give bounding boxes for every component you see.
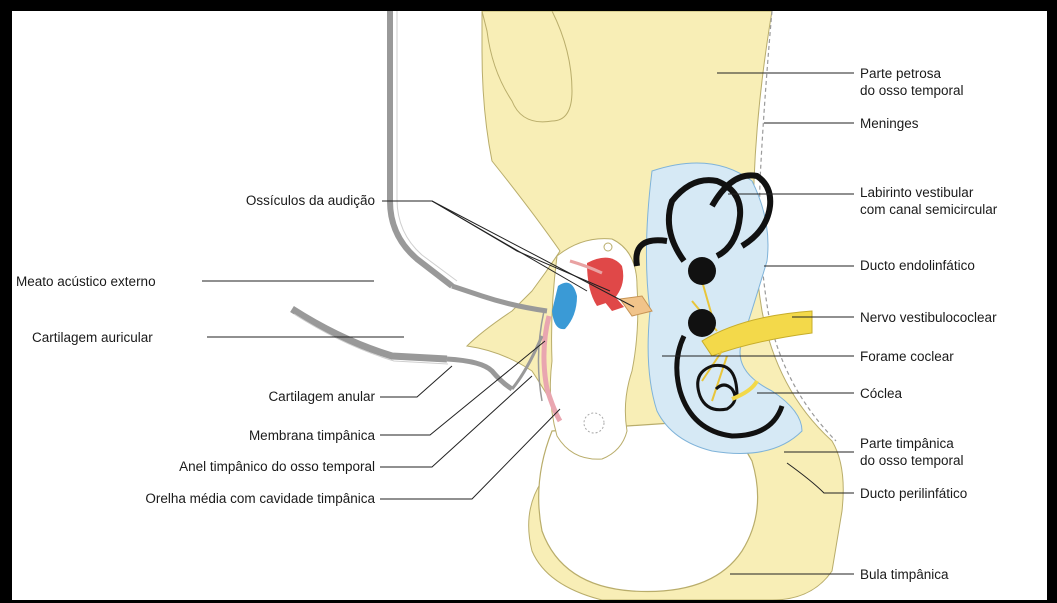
label-meninges: Meninges [860, 115, 919, 132]
label-membrana: Membrana timpânica [249, 427, 375, 444]
label-meato: Meato acústico externo [16, 273, 156, 290]
label-ducto-endolinfatico: Ducto endolinfático [860, 257, 975, 274]
label-cartilagem-anular: Cartilagem anular [268, 388, 375, 405]
label-bula: Bula timpânica [860, 566, 949, 583]
label-forame: Forame coclear [860, 348, 954, 365]
cartilagem-anular [447, 359, 512, 389]
cartilagem-auricular [292, 309, 447, 359]
ear-anatomy-drawing [12, 11, 1047, 600]
label-ducto-perilinfatico: Ducto perilinfático [860, 485, 967, 502]
label-ossiculos: Ossículos da audição [246, 192, 375, 209]
label-anel: Anel timpânico do osso temporal [179, 458, 375, 475]
label-coclea: Cóclea [860, 385, 902, 402]
label-orelha-media: Orelha média com cavidade timpânica [145, 490, 375, 507]
label-nervo: Nervo vestibulococlear [860, 309, 997, 326]
label-cartilagem-auricular: Cartilagem auricular [32, 329, 153, 346]
meato-wall-upper [390, 11, 452, 286]
